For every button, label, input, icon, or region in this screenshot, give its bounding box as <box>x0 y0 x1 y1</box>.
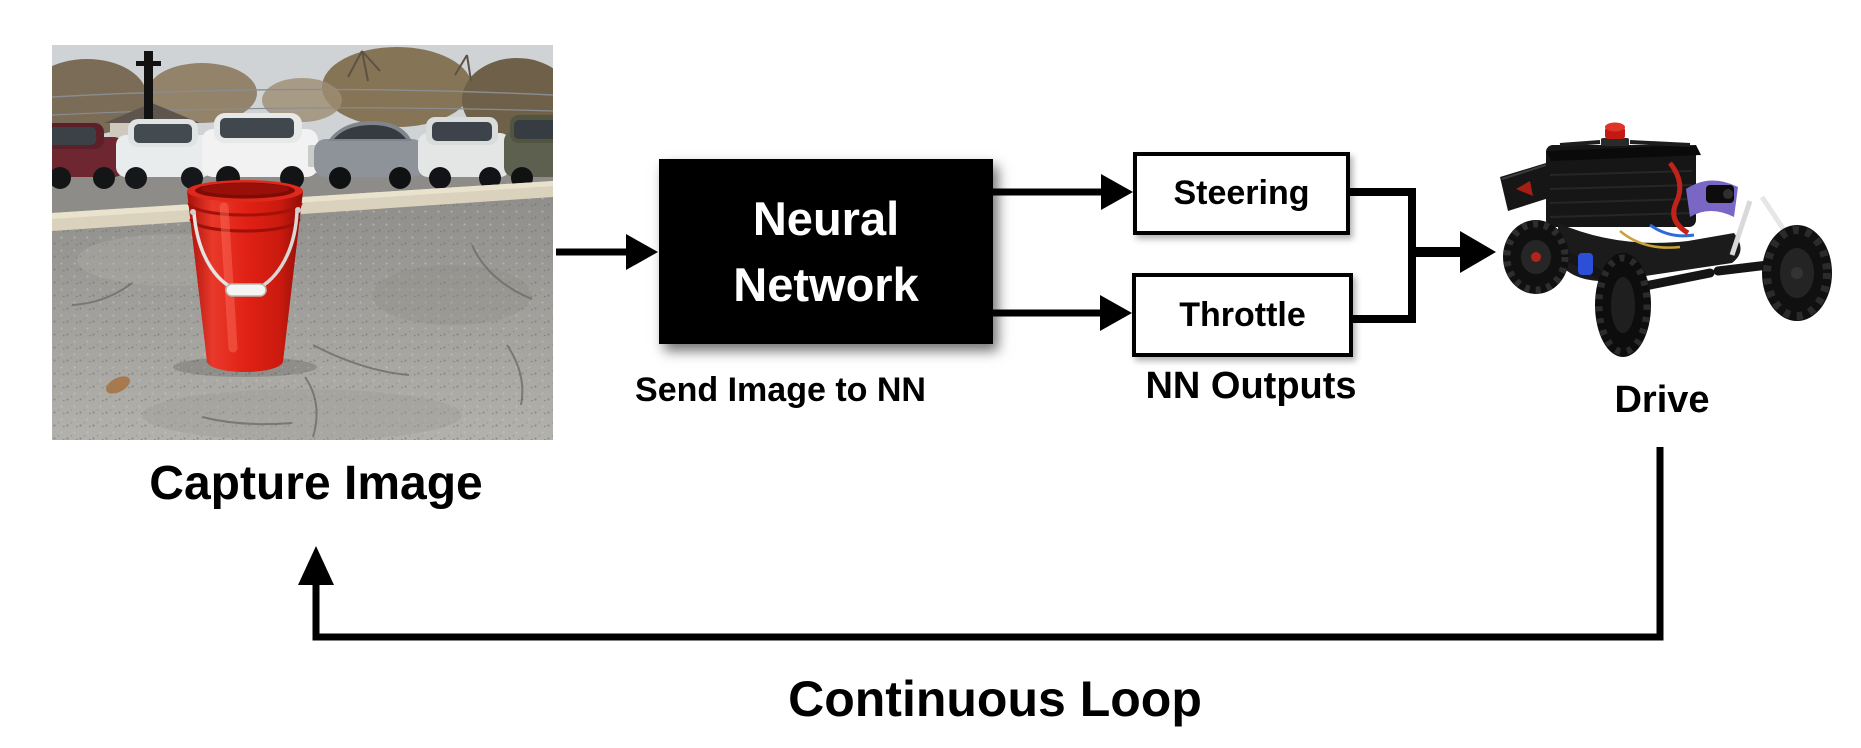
bucket-photo-illustration <box>24 45 584 441</box>
rc-car-photo <box>1500 105 1855 370</box>
capture-to-nn-arrow <box>556 234 658 270</box>
rear-wing <box>1500 163 1552 211</box>
capture-image-label: Capture Image <box>149 457 483 510</box>
power-line <box>51 88 554 98</box>
curb <box>52 181 553 231</box>
bucket-handle <box>190 207 301 297</box>
rc-car-illustration <box>1500 122 1832 357</box>
stop-button <box>1601 122 1629 146</box>
throttle-label: Throttle <box>1179 295 1306 334</box>
nn-outputs-caption: NN Outputs <box>1145 365 1357 407</box>
asphalt-cracks <box>71 244 533 438</box>
steering-label: Steering <box>1173 174 1310 212</box>
rear-right-wheel <box>1762 225 1832 321</box>
bucket-photo <box>24 45 584 441</box>
red-bucket <box>173 180 317 377</box>
outputs-merge-connector <box>1350 188 1416 323</box>
rear-left-wheel <box>1503 220 1569 294</box>
drive-label: Drive <box>1614 379 1710 421</box>
continuous-loop-label: Continuous Loop <box>788 671 1202 727</box>
camera-mount <box>1686 180 1738 217</box>
front-wheel <box>1595 253 1651 357</box>
steering-box: Steering <box>1133 152 1350 235</box>
asphalt <box>52 195 553 441</box>
red-cable <box>1668 161 1690 236</box>
power-line <box>51 107 554 116</box>
neural-network-label-line2: Network <box>733 257 919 311</box>
electronics-box <box>1546 140 1701 227</box>
send-image-caption: Send Image to NN <box>635 371 926 409</box>
utility-pole <box>136 51 161 181</box>
leaf <box>106 376 130 394</box>
merge-to-drive-arrow <box>1412 231 1496 273</box>
nn-to-steering-arrow <box>993 174 1133 210</box>
neural-network-label-line1: Neural <box>752 191 900 245</box>
nn-to-throttle-arrow <box>993 295 1132 331</box>
throttle-box: Throttle <box>1132 273 1353 357</box>
neural-network-box: Neural Network <box>659 159 993 344</box>
